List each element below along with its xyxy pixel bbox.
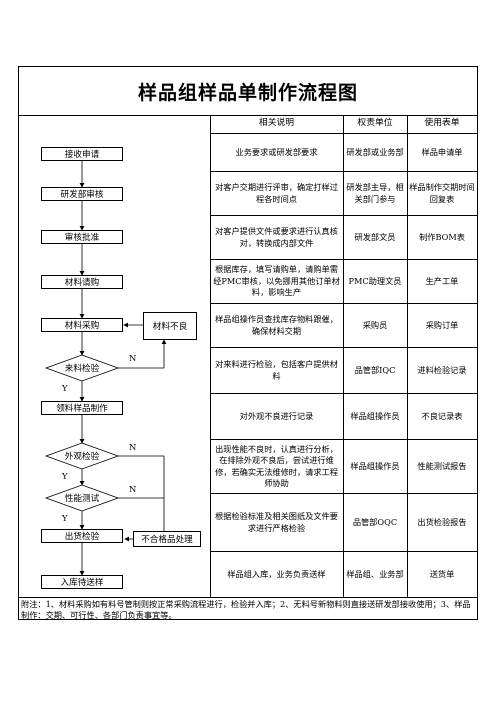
- row-unit: 样品组、业务部: [346, 568, 404, 579]
- label-no-performance: N: [129, 484, 137, 494]
- label-yes-performance: Y: [62, 513, 68, 523]
- row-description: 对来料进行检验，包括客户提供材料: [215, 359, 338, 381]
- row-form: 进料检验记录: [417, 364, 467, 375]
- description-table: 相关说明 权责单位 使用表单 业务要求或研发部要求 研发部或业务部 样品申请单 …: [210, 115, 477, 597]
- footnote: 附注：1、材料采购如有料号管制则按正常采购流程进行，检验并入库；2、无料号新物料…: [19, 597, 477, 620]
- row-unit: 品管部OQC: [352, 516, 398, 527]
- row-form: 样品申请单: [421, 146, 463, 157]
- row-unit: 研发部文员: [354, 231, 396, 242]
- row-description: 对外观不良进行记录: [239, 410, 314, 421]
- node-nonconforming-handling: 不合格品处理: [133, 531, 201, 547]
- node-rd-review: 研发部审核: [41, 187, 123, 201]
- node-warehouse-await-delivery: 入库待送样: [41, 575, 123, 589]
- row-unit: 研发部或业务部: [346, 146, 404, 157]
- flow-connectors: [44, 161, 167, 576]
- node-receive-application: 接收申请: [41, 147, 123, 161]
- row-description: 对客户交期进行评审，确定打样过程各时间点: [215, 182, 338, 204]
- row-description: 根据库存，填写请购单，请购单需经PMC审核，以免挪用其他订单材料，影响生产: [213, 264, 340, 298]
- row-unit: 研发部主导，相关部门参与: [346, 182, 404, 204]
- label-no-appearance: N: [129, 442, 137, 452]
- table-row: 对客户交期进行评审，确定打样过程各时间点 研发部主导，相关部门参与 样品制作交期…: [210, 172, 477, 216]
- label-no-incoming: N: [129, 353, 137, 363]
- table-row: 样品组入库，业务负责送样 样品组、业务部 送货单: [210, 552, 477, 597]
- header-form-used: 使用表单: [424, 118, 460, 129]
- table-row: 样品组操作员查找库存物料跟催，确保材料交期 采购员 采购订单: [210, 304, 477, 348]
- header-responsible-unit: 权责单位: [357, 118, 393, 129]
- row-form: 送货单: [429, 568, 455, 579]
- row-form: 不良记录表: [421, 410, 463, 421]
- row-form: 出货检验报告: [417, 516, 467, 527]
- table-row: 根据检验标准及相关图纸及文件要求进行严格检验 品管部OQC 出货检验报告: [210, 494, 477, 552]
- row-description: 业务要求或研发部要求: [235, 146, 318, 157]
- node-sample-making: 领料样品制作: [41, 401, 123, 415]
- node-approval: 审核批准: [41, 230, 123, 244]
- node-incoming-check: 来料检验: [64, 364, 100, 374]
- row-form: 生产工单: [425, 275, 459, 286]
- table-row: 对外观不良进行记录 样品组操作员 不良记录表: [210, 394, 477, 440]
- row-unit: 品管部IQC: [354, 364, 396, 375]
- row-description: 样品组入库，业务负责送样: [227, 568, 326, 579]
- row-form: 采购订单: [425, 319, 459, 330]
- row-unit: 样品组操作员: [350, 460, 400, 471]
- table-header-row: 相关说明 权责单位 使用表单: [210, 115, 477, 134]
- label-yes-appearance: Y: [62, 471, 68, 481]
- table-row: 根据库存，填写请购单，请购单需经PMC审核，以免挪用其他订单材料，影响生产 PM…: [210, 260, 477, 304]
- node-performance-test: 性能测试: [64, 494, 100, 504]
- row-unit: 样品组操作员: [350, 410, 400, 421]
- row-description: 根据检验标准及相关图纸及文件要求进行严格检验: [215, 511, 338, 533]
- decision-incoming-check-shape: [44, 354, 120, 382]
- row-unit: 采购员: [362, 319, 388, 330]
- flowchart-area: 接收申请 研发部审核 审核批准 材料请购 材料采购 材料不良 来料检验 领料样品…: [19, 115, 210, 597]
- row-form: 性能测试报告: [417, 460, 467, 471]
- node-appearance-check: 外观检验: [64, 452, 100, 462]
- row-form: 样品制作交期时间回复表: [409, 182, 475, 204]
- node-shipping-check: 出货检验: [41, 529, 123, 543]
- row-description: 出现性能不良时，认真进行分析，在排除外观不良后，尝试进行维修，若确实无法维修时，…: [215, 443, 338, 489]
- row-description: 对客户提供文件或要求进行认真核对，转换成内部文件: [215, 226, 338, 248]
- node-material-purchase: 材料采购: [41, 318, 123, 332]
- table-row: 对客户提供文件或要求进行认真核对，转换成内部文件 研发部文员 制作BOM表: [210, 216, 477, 260]
- table-row: 业务要求或研发部要求 研发部或业务部 样品申请单: [210, 134, 477, 172]
- table-row: 出现性能不良时，认真进行分析，在排除外观不良后，尝试进行维修，若确实无法维修时，…: [210, 440, 477, 494]
- table-row: 对来料进行检验，包括客户提供材料 品管部IQC 进料检验记录: [210, 348, 477, 394]
- page-title: 样品组样品单制作流程图: [19, 67, 477, 116]
- node-material-request: 材料请购: [41, 275, 123, 289]
- flowchart-document: 样品组样品单制作流程图: [18, 66, 478, 620]
- row-unit: PMC助理文员: [348, 275, 402, 286]
- node-material-defect: 材料不良: [143, 312, 197, 340]
- arrow-check-no-to-defect: [118, 339, 167, 369]
- row-description: 样品组操作员查找库存物料跟催，确保材料交期: [215, 314, 338, 336]
- decision-appearance-check-shape: [44, 442, 120, 470]
- row-form: 制作BOM表: [419, 231, 465, 242]
- label-yes-incoming: Y: [62, 383, 68, 393]
- arrow-appearance-no-to-nonconforming: [118, 455, 167, 536]
- header-description: 相关说明: [258, 118, 295, 129]
- decision-performance-test-shape: [44, 484, 120, 512]
